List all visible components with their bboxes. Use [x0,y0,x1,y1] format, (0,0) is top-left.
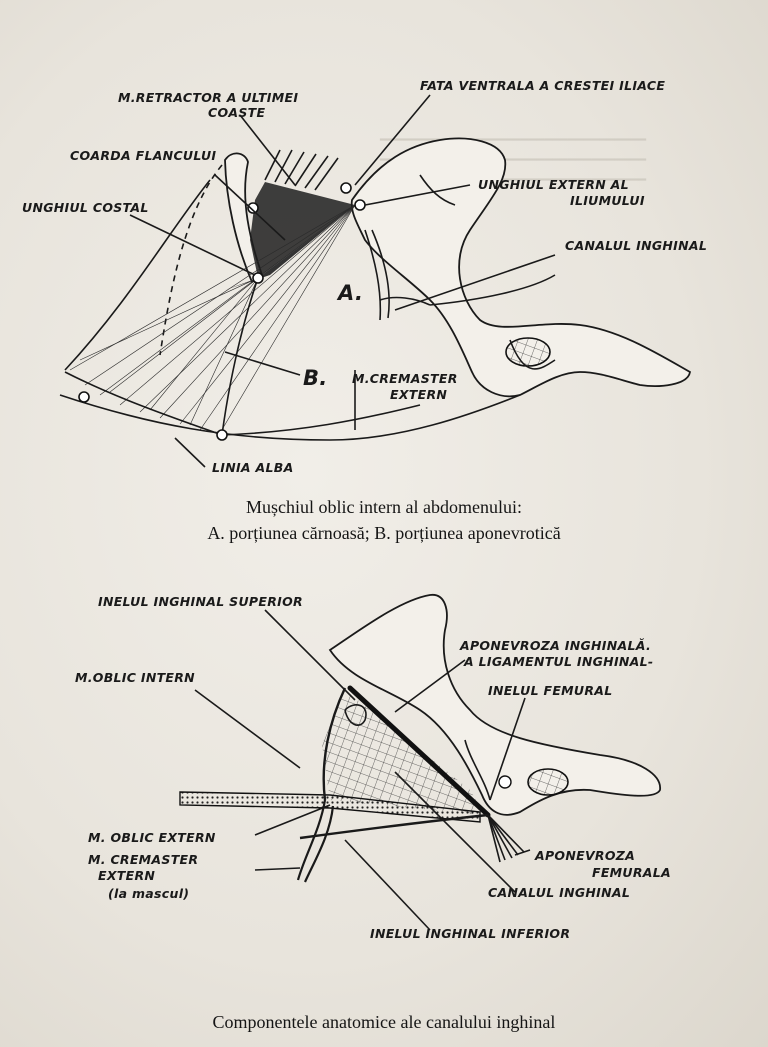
figure2-caption: Componentele anatomice ale canalului ing… [0,1012,768,1033]
label-aponevroza-femurala-1: APONEVROZA [534,848,635,863]
label-cremaster-2-fig2: EXTERN [98,868,155,883]
label-canalul-inghinal-fig2: CANALUL INGHINAL [488,885,630,900]
figure1-caption-line2: A. porțiunea cărnoasă; B. porțiunea apon… [0,523,768,544]
label-unghiul-extern-1: UNGHIUL EXTERN AL [478,177,629,192]
label-cremaster-3-fig2: (la mascul) [108,886,189,901]
label-aponevroza-inghinala-2: A LIGAMENTUL INGHINAL- [463,654,653,669]
label-inelul-femural: INELUL FEMURAL [488,683,613,698]
label-retractor-1: M.RETRACTOR A ULTIMEI [118,90,298,105]
label-fata-ventrala: FATA VENTRALA A CRESTEI ILIACE [420,78,665,93]
label-portion-b: B. [303,366,328,390]
label-portion-a: A. [336,281,363,305]
label-cremaster-2: EXTERN [390,387,447,402]
label-linia-alba: LINIA ALBA [212,460,294,475]
retractor-fibers [265,150,338,190]
figure1-caption-line1: Mușchiul oblic intern al abdomenului: [0,497,768,518]
label-unghiul-costal: UNGHIUL COSTAL [22,200,149,215]
obturator-foramen-fig2 [528,769,568,795]
label-retractor-2: COASTE [208,105,266,120]
label-coarda-flancului: COARDA FLANCULUI [70,148,216,163]
label-oblic-extern: M. OBLIC EXTERN [88,830,216,845]
label-cremaster-1: M.CREMASTER [352,371,458,386]
obturator-foramen [506,338,550,366]
femoral-aponeurosis-fibers [488,815,524,862]
label-canalul-inghinal: CANALUL INGHINAL [565,238,707,253]
label-oblic-intern: M.OBLIC INTERN [75,670,195,685]
label-aponevroza-femurala-2: FEMURALA [592,865,671,880]
label-inelul-superior: INELUL INGHINAL SUPERIOR [98,594,303,609]
label-aponevroza-inghinala-1: APONEVROZA INGHINALĂ. [459,638,651,653]
label-cremaster-1-fig2: M. CREMASTER [88,852,198,867]
label-inelul-inferior: INELUL INGHINAL INFERIOR [370,926,570,941]
label-unghiul-extern-2: ILIUMULUI [570,193,645,208]
